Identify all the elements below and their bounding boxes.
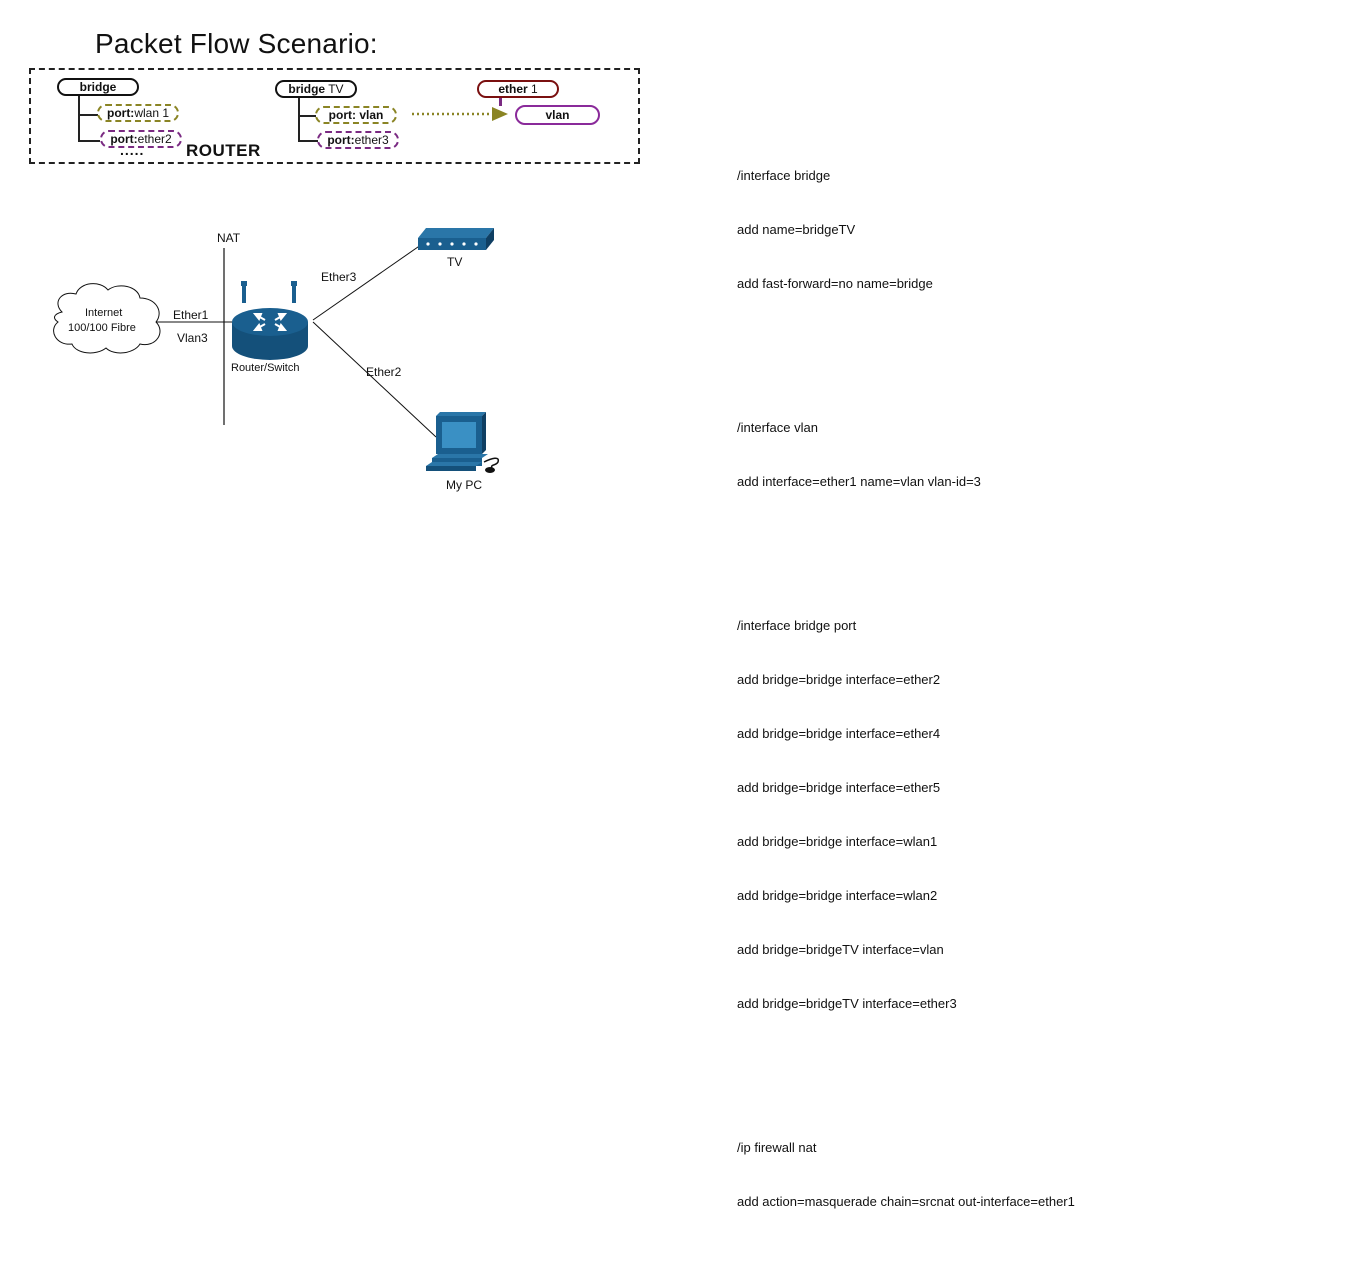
bridgetv-tree-branch-2 bbox=[298, 140, 318, 142]
config-line: add action=masquerade chain=srcnat out-i… bbox=[737, 1194, 1075, 1209]
diagram-title: Packet Flow Scenario: bbox=[95, 28, 378, 59]
router-label: ROUTER bbox=[186, 141, 261, 160]
bridge-port-wlan1: port:wlan 1 bbox=[97, 104, 179, 122]
vlan-flow-arrow bbox=[412, 107, 508, 121]
config-block-bridge: /interface bridge add name=bridgeTV add … bbox=[737, 131, 1075, 329]
config-line: add bridge=bridgeTV interface=vlan bbox=[737, 942, 944, 957]
bridge-node-label: bridge bbox=[79, 80, 117, 94]
nat-label: NAT bbox=[217, 231, 241, 245]
port-name: ether3 bbox=[354, 133, 389, 147]
internet-cloud-icon bbox=[53, 283, 161, 354]
router-switch-icon bbox=[232, 281, 308, 360]
config-block-bridge-port: /interface bridge port add bridge=bridge… bbox=[737, 581, 1075, 1049]
bridge-port-ether2: port:ether2 bbox=[100, 130, 182, 148]
bridge-node: bridge bbox=[57, 78, 139, 96]
vlan-node-label: vlan bbox=[545, 108, 570, 122]
config-block-vlan: /interface vlan add interface=ether1 nam… bbox=[737, 383, 1075, 527]
port-prefix: port: bbox=[106, 106, 135, 120]
router-switch-label: Router/Switch bbox=[231, 362, 300, 374]
bridge-tree-branch-1 bbox=[78, 114, 98, 116]
port-prefix: port: bbox=[327, 133, 355, 147]
config-line: /interface bridge bbox=[737, 168, 831, 183]
bridgetv-tree-trunk bbox=[298, 98, 300, 142]
config-line: /interface vlan bbox=[737, 420, 818, 435]
ether3-link-label: Ether3 bbox=[321, 270, 357, 284]
router-config: /interface bridge add name=bridgeTV add … bbox=[737, 95, 1075, 1283]
port-name: wlan 1 bbox=[134, 106, 169, 120]
config-line: add bridge=bridge interface=ether4 bbox=[737, 726, 941, 741]
config-line: add interface=ether1 name=vlan vlan-id=3 bbox=[737, 474, 981, 489]
ether1-node: ether 1 bbox=[477, 80, 559, 98]
ether1-bold: ether bbox=[498, 82, 528, 96]
pc-label: My PC bbox=[446, 478, 482, 492]
config-block-nat: /ip firewall nat add action=masquerade c… bbox=[737, 1103, 1075, 1247]
config-line: add name=bridgeTV bbox=[737, 222, 856, 237]
cloud-label-line1: Internet bbox=[85, 307, 123, 319]
network-diagram bbox=[53, 228, 500, 473]
port-prefix: port: bbox=[110, 132, 138, 146]
bridge-tree-branch-2 bbox=[78, 140, 100, 142]
bridge-tree-trunk bbox=[78, 96, 80, 142]
tv-label: TV bbox=[447, 255, 463, 269]
config-line: add bridge=bridge interface=wlan2 bbox=[737, 888, 938, 903]
bridgetv-port-ether3: port:ether3 bbox=[317, 131, 399, 149]
config-line: /ip firewall nat bbox=[737, 1140, 817, 1155]
config-line: add fast-forward=no name=bridge bbox=[737, 276, 933, 291]
more-ports-ellipsis: ..... bbox=[120, 142, 145, 158]
bridgetv-port-vlan: port: vlan bbox=[315, 106, 397, 124]
bridgetv-node: bridge TV bbox=[275, 80, 357, 98]
port-name: vlan bbox=[359, 108, 384, 122]
bridgetv-node-rest: TV bbox=[328, 82, 344, 96]
config-line: add bridge=bridge interface=wlan1 bbox=[737, 834, 938, 849]
bridgetv-node-bold: bridge bbox=[288, 82, 326, 96]
pc-icon bbox=[426, 412, 500, 473]
cloud-label-line2: 100/100 Fibre bbox=[68, 322, 136, 334]
ether1-rest: 1 bbox=[531, 82, 538, 96]
ether1-link-label: Ether1 bbox=[173, 308, 209, 322]
tv-box-icon bbox=[418, 228, 494, 250]
packet-flow-box bbox=[29, 68, 640, 164]
vlan-node: vlan bbox=[515, 105, 600, 125]
config-line: /interface bridge port bbox=[737, 618, 857, 633]
config-line: add bridge=bridge interface=ether5 bbox=[737, 780, 941, 795]
port-prefix: port: bbox=[328, 108, 356, 122]
ether2-link bbox=[312, 321, 437, 438]
config-line: add bridge=bridge interface=ether2 bbox=[737, 672, 941, 687]
bridgetv-tree-branch-1 bbox=[298, 115, 316, 117]
ether3-link bbox=[312, 239, 429, 321]
ether1-vlan-link bbox=[499, 98, 502, 106]
config-line: add bridge=bridgeTV interface=ether3 bbox=[737, 996, 957, 1011]
vlan3-link-label: Vlan3 bbox=[177, 331, 208, 345]
port-name: ether2 bbox=[137, 132, 172, 146]
ether2-link-label: Ether2 bbox=[366, 365, 402, 379]
